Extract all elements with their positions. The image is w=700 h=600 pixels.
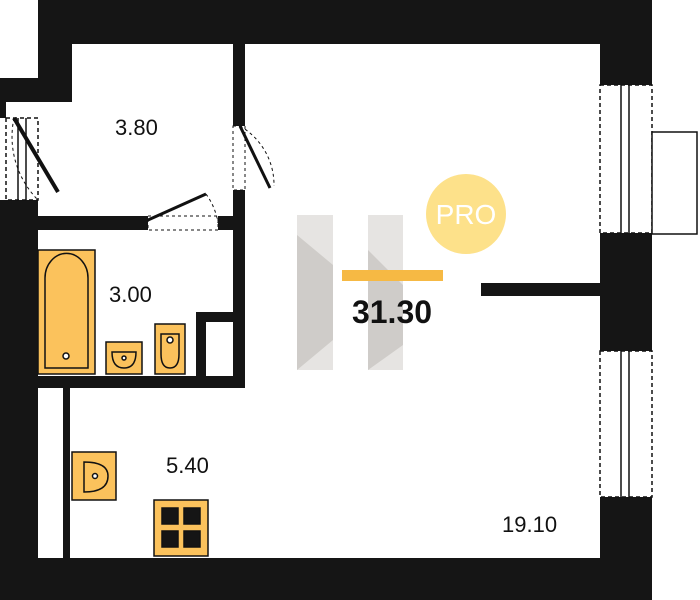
wall-kitchen-stub bbox=[63, 388, 70, 558]
wall-left-lower bbox=[0, 200, 38, 600]
bathtub-icon bbox=[37, 249, 96, 375]
pro-badge-label: PRO bbox=[436, 199, 497, 230]
room-area-living-room: 19.10 bbox=[502, 512, 557, 537]
washbasin-icon bbox=[105, 341, 143, 375]
wall-shaft-left bbox=[196, 312, 206, 388]
room-area-hallway: 3.80 bbox=[115, 115, 158, 140]
wall-bath-bottom bbox=[38, 376, 245, 388]
door-icon bbox=[232, 125, 275, 191]
stove-icon bbox=[153, 499, 209, 557]
pro-badge: PRO bbox=[426, 174, 506, 254]
pro-badge-circle bbox=[426, 174, 506, 254]
window-icon bbox=[599, 84, 653, 234]
wall-shaft-top bbox=[196, 312, 245, 322]
room-area-bathroom: 3.00 bbox=[109, 282, 152, 307]
door-icon bbox=[147, 192, 219, 231]
wall-living-stub bbox=[481, 283, 600, 296]
logo-left-shade bbox=[297, 235, 333, 370]
fixtures bbox=[37, 249, 209, 557]
balcony-icon bbox=[651, 131, 698, 235]
total-area: 31.30 bbox=[352, 294, 432, 330]
logo-crossbar bbox=[342, 270, 443, 281]
wall-right-bottom bbox=[600, 497, 652, 600]
wall-partition-vertical-top bbox=[233, 44, 245, 126]
wall-left-upper bbox=[0, 78, 6, 118]
room-area-kitchen: 5.40 bbox=[166, 453, 209, 478]
wall-right-top bbox=[600, 0, 652, 85]
toilet-icon bbox=[154, 323, 186, 375]
wall-right-middle bbox=[600, 233, 652, 351]
wall-bath-top-right bbox=[218, 216, 245, 230]
sink-icon bbox=[71, 451, 117, 501]
wall-notch-vertical bbox=[38, 0, 72, 102]
windows bbox=[5, 84, 653, 498]
wall-partition-vertical-bottom bbox=[233, 190, 245, 388]
door-icon bbox=[11, 116, 60, 201]
window-icon bbox=[599, 350, 653, 498]
walls bbox=[0, 0, 652, 600]
wall-outer-top bbox=[38, 0, 652, 44]
doors bbox=[11, 116, 275, 231]
wall-outer-bottom bbox=[0, 558, 652, 600]
logo-watermark bbox=[297, 215, 443, 370]
wall-bath-top-left bbox=[38, 216, 148, 230]
